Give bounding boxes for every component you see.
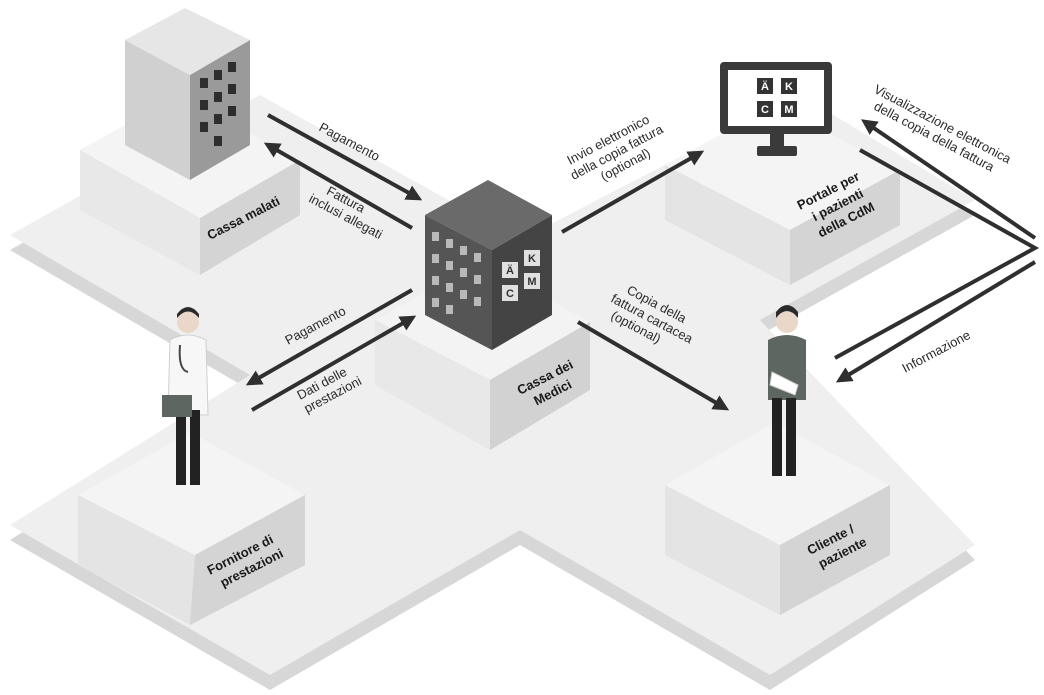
doctor-figure — [162, 307, 209, 485]
svg-text:C: C — [761, 104, 769, 116]
svg-text:K: K — [528, 253, 536, 265]
fornitore-platform — [78, 432, 305, 625]
cliente-platform — [665, 422, 890, 615]
monitor-icon: Ä K C M — [720, 62, 832, 156]
flow-arrows — [245, 113, 1040, 412]
svg-text:Ä: Ä — [506, 264, 514, 277]
medici-logo: Ä K C M — [502, 250, 540, 301]
svg-text:M: M — [784, 104, 793, 116]
portale-logo: Ä K C M — [757, 78, 797, 117]
svg-text:C: C — [506, 288, 514, 300]
svg-text:Ä: Ä — [761, 80, 769, 93]
cassa-malati-building — [125, 8, 250, 180]
label-informazione: Informazione — [899, 327, 972, 376]
svg-text:M: M — [527, 276, 536, 288]
svg-text:K: K — [785, 81, 793, 93]
patient-figure — [768, 305, 806, 476]
cassa-medici-building: Ä K C M — [425, 180, 552, 350]
portale-platform — [665, 105, 900, 285]
